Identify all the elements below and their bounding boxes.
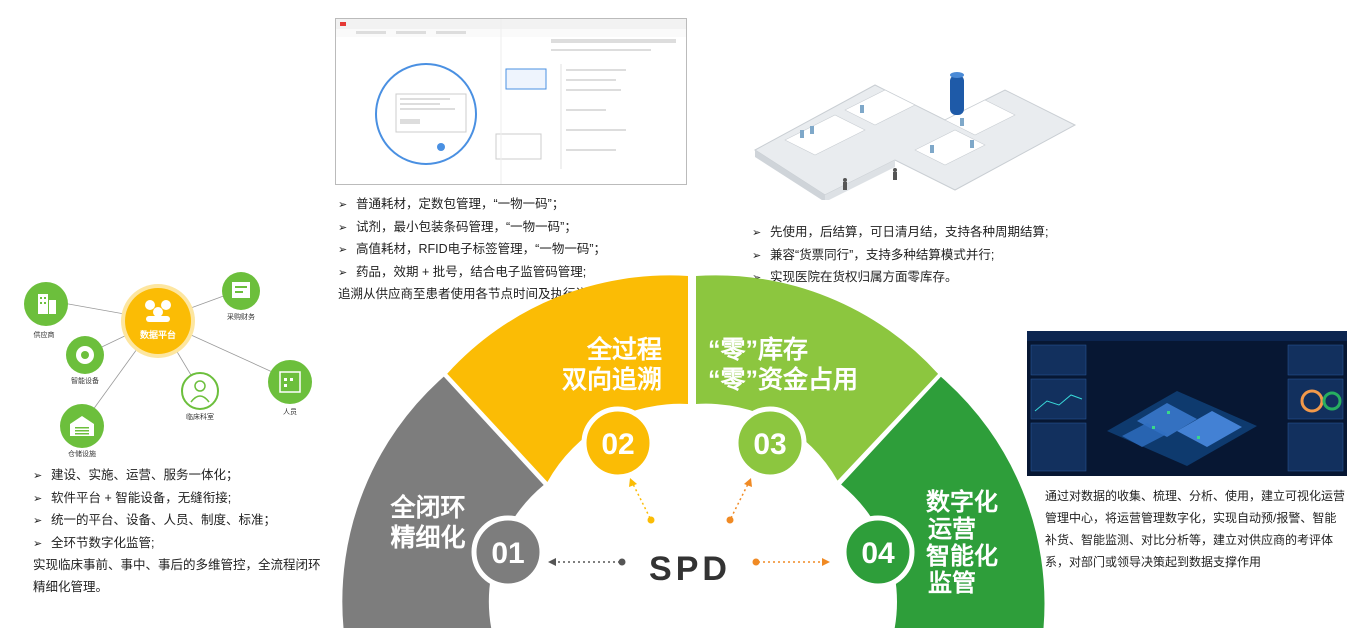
badge-03 (733, 406, 807, 480)
spd-arc-diagram: 01 02 03 04 全闭环 精细化 全过程 双向追溯 “零”库存 “零”资金… (342, 275, 1045, 628)
left-paragraph: 实现临床事前、事中、事后的多维管控，全流程闭环精细化管理。 (33, 558, 321, 594)
top-center-bullet: 普通耗材，定数包管理，“一物一码”； (338, 194, 678, 217)
ledger-icon (232, 282, 250, 298)
badge-02 (581, 406, 655, 480)
arrow-to-02 (629, 478, 655, 524)
device-icon (76, 346, 94, 364)
warehouse-icon (70, 416, 94, 436)
operations-dashboard-screenshot (1027, 331, 1347, 476)
top-center-bullet-list: 普通耗材，定数包管理，“一物一码”； 试剂，最小包装条码管理，“一物一码”； 高… (338, 194, 678, 284)
hub-node-purchasing (222, 272, 260, 310)
left-bullet: 统一的平台、设备、人员、制度、标准； (33, 510, 333, 533)
left-bullet: 软件平台 + 智能设备，无缝衔接; (33, 488, 333, 511)
hub-node-label: 智能设备 (71, 378, 99, 385)
top-center-bullet: 高值耗材，RFID电子标签管理，“一物一码”； (338, 239, 678, 262)
data-platform-hub: 数据平台 供应商 采购财务 智能设备 临床科室 人员 (0, 260, 330, 465)
top-right-bullet: 实现医院在货权归属方面零库存。 (752, 267, 1072, 290)
segment-01-title: 全闭环 (389, 493, 465, 522)
traceability-screen-image (336, 19, 686, 184)
segment-04-line4: 监管 (928, 569, 976, 597)
segment-01-subtitle: 精细化 (390, 523, 465, 552)
top-center-text-block: 普通耗材，定数包管理，“一物一码”； 试剂，最小包装条码管理，“一物一码”； 高… (338, 194, 678, 306)
calendar-person-icon (279, 371, 301, 393)
badge-03-num: 03 (753, 428, 786, 461)
left-bullet: 全环节数字化监管; (33, 533, 333, 556)
arc-segment-03 (696, 275, 939, 481)
badge-01 (471, 515, 545, 589)
arc-segment-04 (841, 376, 1045, 628)
hub-node-label: 仓储设施 (68, 451, 96, 458)
segment-02-title: 全过程 (586, 335, 662, 364)
arc-segment-01 (342, 376, 544, 628)
top-right-bullet: 先使用，后结算，可日清月结，支持各种周期结算; (752, 222, 1072, 245)
badge-01-num: 01 (491, 537, 524, 570)
top-right-bullet-list: 先使用，后结算，可日清月结，支持各种周期结算; 兼容“货票同行”，支持多种结算模… (752, 222, 1072, 290)
left-bullet: 建设、实施、运营、服务一体化； (33, 465, 333, 488)
segment-04-line3: 智能化 (926, 542, 998, 570)
top-center-bullet: 试剂，最小包装条码管理，“一物一码”； (338, 217, 678, 240)
right-paragraph: 通过对数据的收集、梳理、分析、使用，建立可视化运营管理中心，将运营管理数字化，实… (1045, 489, 1346, 569)
doctor-icon (190, 380, 210, 403)
left-text-block: 建设、实施、运营、服务一体化； 软件平台 + 智能设备，无缝衔接; 统一的平台、… (33, 465, 333, 598)
dashboard-screen-image (1027, 331, 1347, 472)
hub-center-label: 数据平台 (139, 330, 176, 340)
traceability-screenshot (335, 18, 687, 185)
hub-node-clinical (181, 372, 219, 410)
hub-node-supplier (24, 282, 68, 326)
hospital-isometric-illustration (745, 30, 1085, 202)
segment-03-subtitle: “零”资金占用 (708, 365, 858, 394)
hub-node-label: 采购财务 (227, 314, 255, 321)
top-center-bullet: 药品，效期 + 批号，结合电子监管码管理; (338, 262, 678, 285)
right-text-block: 通过对数据的收集、梳理、分析、使用，建立可视化运营管理中心，将运营管理数字化，实… (1045, 485, 1347, 573)
top-right-bullet: 兼容“货票同行”，支持多种结算模式并行; (752, 245, 1072, 268)
spd-center-label: SPD (649, 550, 731, 588)
people-icon (145, 300, 171, 322)
isometric-hospital-image (754, 72, 1077, 202)
hub-node-label: 供应商 (33, 332, 55, 339)
segment-04-title: 数字化 (926, 488, 998, 516)
arrow-to-04 (752, 558, 830, 566)
left-bullet-list: 建设、实施、运营、服务一体化； 软件平台 + 智能设备，无缝衔接; 统一的平台、… (33, 465, 333, 555)
segment-03-title: “零”库存 (708, 336, 808, 364)
badge-04 (841, 515, 915, 589)
hub-node-label: 人员 (283, 409, 297, 416)
segment-04-subtitle: 运营 (928, 516, 976, 543)
arrow-to-01 (548, 558, 626, 566)
hub-node-staff (268, 360, 312, 404)
top-right-text-block: 先使用，后结算，可日清月结，支持各种周期结算; 兼容“货票同行”，支持多种结算模… (752, 222, 1072, 290)
top-center-paragraph: 追溯从供应商至患者使用各节点时间及执行详情。 (338, 287, 614, 301)
hub-node-label: 临床科室 (186, 414, 214, 421)
badge-04-num: 04 (861, 537, 895, 570)
segment-02-subtitle: 双向追溯 (562, 365, 662, 394)
arrow-to-03 (726, 478, 752, 524)
building-icon (38, 294, 56, 314)
hub-node-smart-device (66, 336, 104, 374)
hub-node-warehouse (60, 404, 104, 448)
arc-segment-02 (447, 275, 688, 482)
badge-02-num: 02 (601, 428, 634, 461)
hub-center-node: 数据平台 (125, 288, 191, 354)
